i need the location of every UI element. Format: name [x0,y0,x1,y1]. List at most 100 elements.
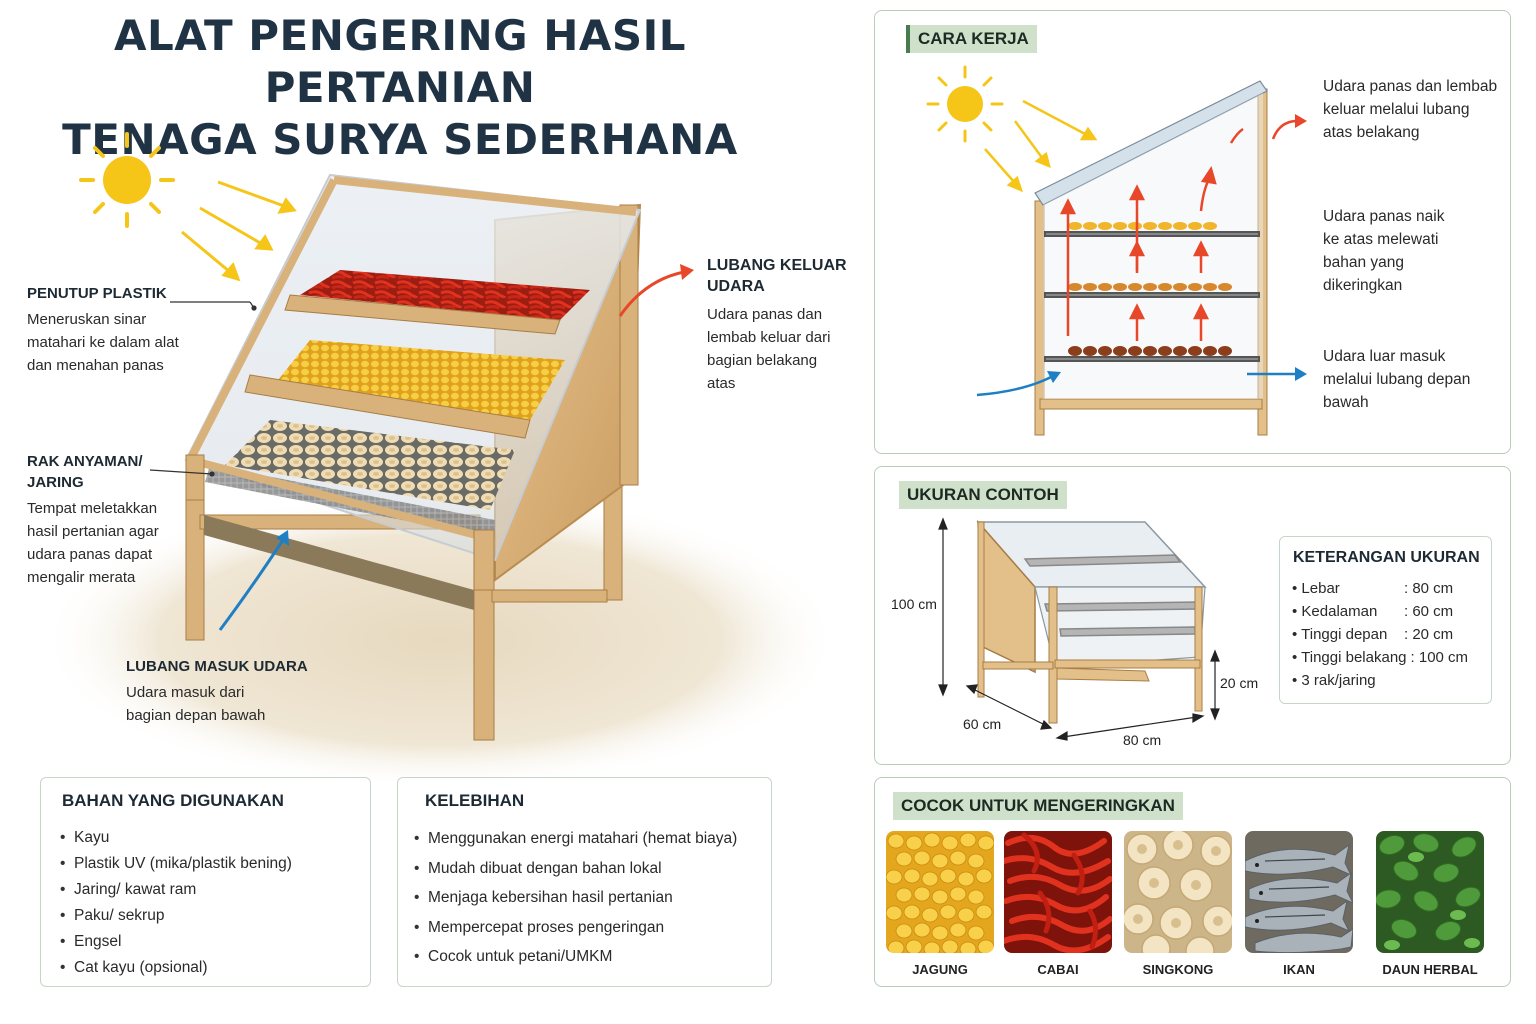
note-line: keluar melalui lubang [1323,101,1470,118]
food-label: DAUN HERBAL [1382,962,1478,977]
note-line: Udara panas naik [1323,208,1445,225]
sun-icon [926,65,1004,143]
dim-front-height: 20 cm [1220,675,1259,691]
callout-rack-heading: RAK ANYAMAN/ [27,453,143,470]
callout-rack-heading: JARING [27,474,84,491]
materials-heading: BAHAN YANG DIGUNAKAN [62,791,284,810]
spec-row: • Tinggi belakang : 100 cm [1292,646,1468,669]
food-label: CABAI [1037,962,1079,977]
solar-dryer-illustration [40,132,840,780]
callout-outlet-line: bagian belakang [707,352,818,369]
food-label: SINGKONG [1142,962,1214,977]
dim-height: 100 cm [891,596,937,612]
size-legend-heading: KETERANGAN UKURAN [1293,549,1480,566]
inlet-arrow [976,367,1307,397]
spec-row: • 3 rak/jaring [1292,669,1468,692]
outlet-arrow [1271,114,1307,140]
spec-key: • Kedalaman [1292,603,1378,620]
callout-air-outlet: LUBANG KELUAR UDARA Udara panas dan lemb… [707,255,847,395]
outlet-arrow [618,264,694,317]
dim-width: 80 cm [1123,732,1162,748]
note-line: bawah [1323,394,1369,411]
callout-plastic-cover: PENUTUP PLASTIK Meneruskan sinar matahar… [27,283,179,377]
corn-kernels-icon [886,831,994,953]
list-item: Cat kayu (opsional) [60,955,292,981]
inlet-arrow [218,530,289,631]
callout-cover-line: dan menahan panas [27,357,164,374]
list-item: Mempercepat proses pengeringan [414,913,737,943]
herbal-leaves-icon [1376,831,1484,953]
callout-cover-line: Meneruskan sinar [27,311,147,328]
note-hot-air-exit: Udara panas dan lembab keluar melalui lu… [1323,75,1497,144]
callout-inlet-heading: LUBANG MASUK UDARA [126,658,308,675]
callout-rack: RAK ANYAMAN/ JARING Tempat meletakkan ha… [27,451,159,589]
suitable-tag: COCOK UNTUK MENGERINGKAN [893,792,1183,820]
page-title: ALAT PENGERING HASIL PERTANIAN TENAGA SU… [20,10,780,166]
callout-rack-line: udara panas dapat [27,546,153,563]
cassava-chips-icon [1124,831,1232,953]
callout-inlet-line: Udara masuk dari [126,684,245,701]
hot-air-arrows [1059,127,1244,341]
how-it-works-tag: CARA KERJA [906,25,1037,53]
spec-key: • Lebar [1292,580,1340,597]
sun-icon [79,132,175,228]
list-item: Kayu [60,825,292,851]
spec-key: • Tinggi depan [1292,626,1388,643]
spec-row: • Lebar : 80 cm [1292,577,1468,600]
food-label: JAGUNG [912,962,968,977]
spec-value: : 60 cm [1404,603,1454,620]
note-line: dikeringkan [1323,277,1403,294]
callout-outlet-line: atas [707,375,736,392]
note-line: ke atas melewati [1323,231,1439,248]
title-line-2: TENAGA SURYA SEDERHANA [62,115,738,164]
list-item: Engsel [60,929,292,955]
dim-depth: 60 cm [963,716,1002,732]
note-hot-air-rise: Udara panas naik ke atas melewati bahan … [1323,205,1445,297]
callout-outlet-line: lembab keluar dari [707,329,831,346]
size-legend-box: KETERANGAN UKURAN • Lebar : 80 cm • Keda… [1279,536,1492,704]
callout-cover-heading: PENUTUP PLASTIK [27,285,167,302]
callout-rack-line: hasil pertanian agar [27,523,159,540]
callout-outlet-heading: LUBANG KELUAR [707,257,847,274]
list-item: Menggunakan energi matahari (hemat biaya… [414,824,737,854]
red-chili-icon [1004,831,1112,953]
list-item: Jaring/ kawat ram [60,877,292,903]
list-item: Mudah dibuat dengan bahan lokal [414,854,737,884]
callout-air-inlet: LUBANG MASUK UDARA Udara masuk dari bagi… [126,656,308,727]
note-line: Udara luar masuk [1323,348,1446,365]
how-it-works-panel: CARA KERJA [874,10,1511,454]
sunlight-arrows [181,180,297,282]
dimension-drawing [938,517,1220,741]
food-label: IKAN [1283,962,1315,977]
list-item: Cocok untuk petani/UMKM [414,942,737,972]
title-line-1: ALAT PENGERING HASIL PERTANIAN [113,11,687,112]
note-line: Udara panas dan lembab [1323,78,1498,95]
callout-inlet-line: bagian depan bawah [126,707,266,724]
how-it-works-diagram [926,65,1307,436]
callout-rack-line: Tempat meletakkan [27,500,158,517]
callout-outlet-line: Udara panas dan [707,306,823,323]
example-size-tag: UKURAN CONTOH [899,481,1067,509]
spec-value: : 80 cm [1404,580,1454,597]
dried-fish-icon [1245,831,1353,953]
callout-outlet-heading: UDARA [707,278,765,295]
callout-cover-line: matahari ke dalam alat [27,334,179,351]
materials-box: BAHAN YANG DIGUNAKAN Kayu Plastik UV (mi… [40,777,371,987]
spec-key: • 3 rak/jaring [1292,672,1376,689]
note-line: melalui lubang depan [1323,371,1471,388]
example-size-panel: UKURAN CONTOH [874,466,1511,765]
note-outside-air-in: Udara luar masuk melalui lubang depan ba… [1323,345,1470,414]
advantages-heading: KELEBIHAN [425,791,525,810]
spec-key: • Tinggi belakang [1292,649,1407,666]
list-item: Paku/ sekrup [60,903,292,929]
advantages-box: KELEBIHAN Menggunakan energi matahari (h… [397,777,772,987]
suitable-panel: COCOK UNTUK MENGERINGKAN [874,777,1511,987]
spec-row: • Tinggi depan : 20 cm [1292,623,1468,646]
list-item: Plastik UV (mika/plastik bening) [60,851,292,877]
spec-value: : 20 cm [1404,626,1454,643]
note-line: bahan yang [1323,254,1405,271]
note-line: atas belakang [1323,124,1420,141]
list-item: Menjaga kebersihan hasil pertanian [414,883,737,913]
callout-rack-line: mengalir merata [27,569,136,586]
spec-value: : 100 cm [1410,649,1469,666]
